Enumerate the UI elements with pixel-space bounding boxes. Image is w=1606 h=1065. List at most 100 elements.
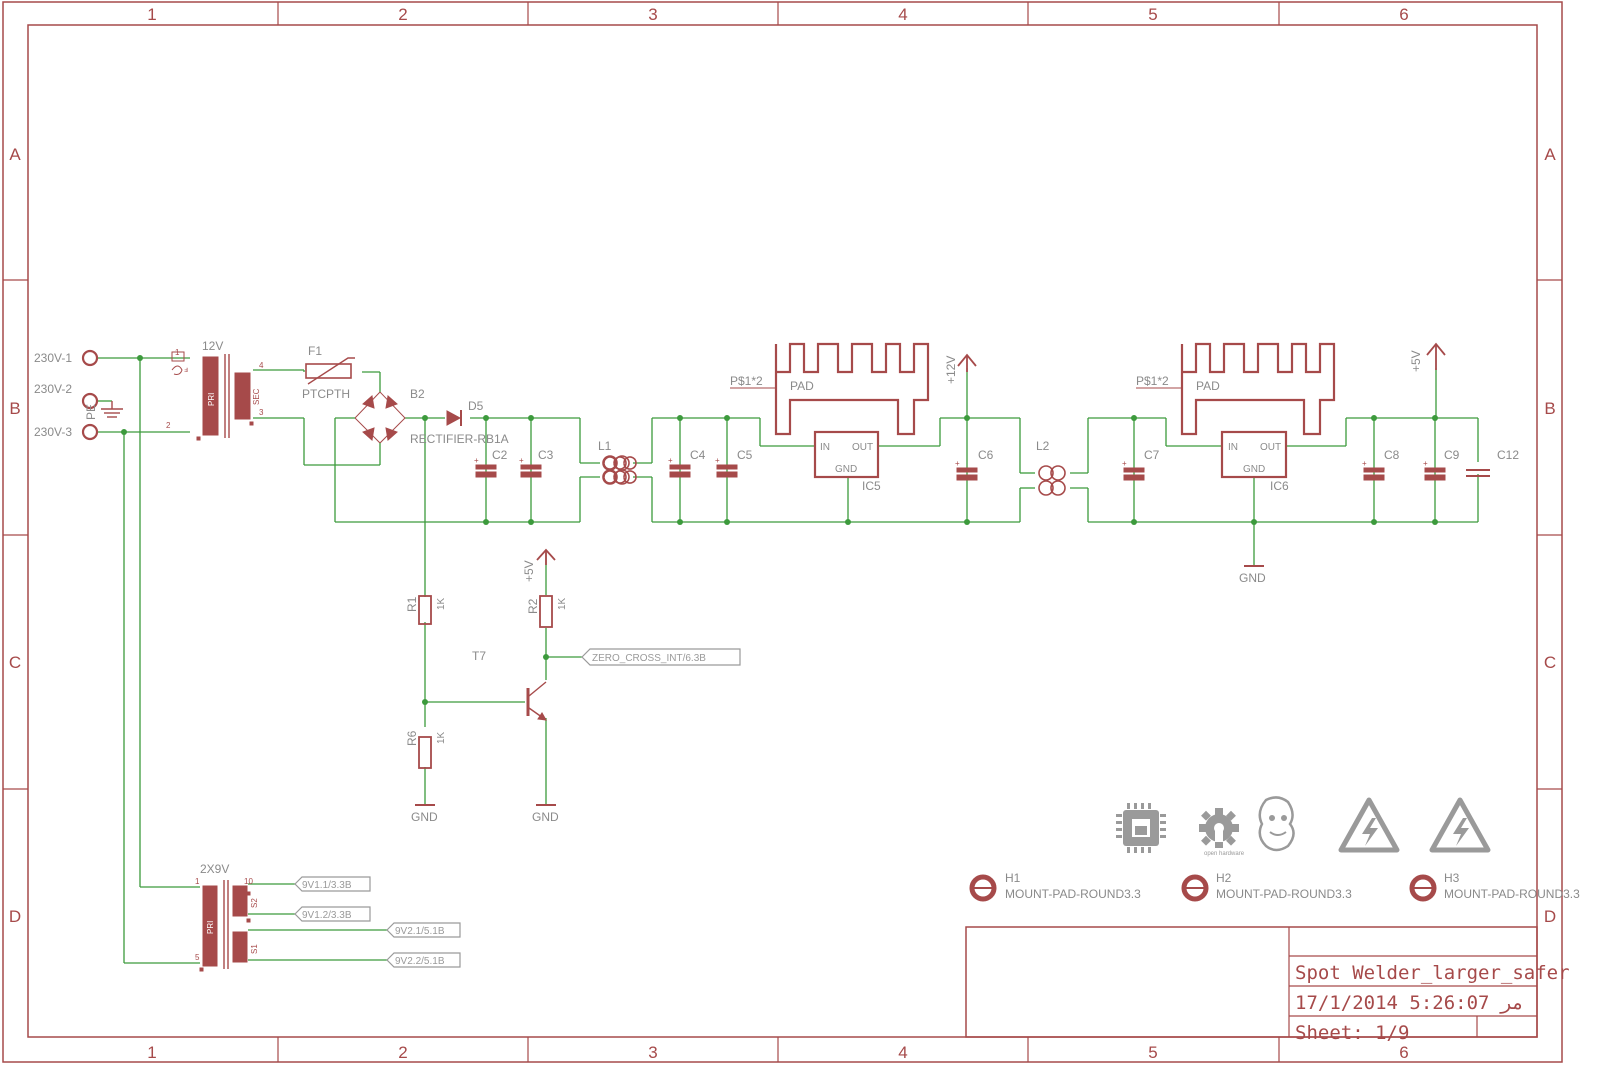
transformer-2x9v: PRI S2 S1 2X9V 1 5 10 — [195, 862, 259, 972]
inductor-l2: L2 — [1036, 439, 1066, 496]
pin-number: 3 — [259, 408, 264, 417]
thermal-fuse-icon: ⅎ — [171, 351, 188, 375]
row-label: B — [9, 399, 20, 418]
ground-symbols: GND GND GND — [411, 565, 1266, 824]
terminal-label: 230V-3 — [34, 425, 72, 439]
column-label: 1 — [147, 1043, 156, 1062]
resistor-name: R6 — [405, 730, 419, 746]
column-label: 3 — [648, 1043, 657, 1062]
earth-icon — [101, 401, 123, 418]
net-flag-9v2-1: 9V2.1/5.1B — [386, 922, 461, 938]
terminal-230v-2 — [81, 392, 99, 410]
heatsink-pin-label: P$1*2 — [730, 374, 763, 388]
svg-text:+: + — [1362, 459, 1367, 468]
terminal-230v-1 — [81, 349, 99, 367]
diode-d5: D5 — [446, 399, 484, 426]
net-flag-9v1-1: 9V1.1/3.3B — [294, 876, 371, 892]
input-terminals: 230V-1 230V-2 230V-3 PE — [34, 349, 123, 441]
svg-text:+: + — [1122, 459, 1127, 468]
resistor-value: 1K — [436, 597, 447, 610]
column-label: 6 — [1399, 5, 1408, 24]
fuse-value: PTCPTH — [302, 387, 350, 401]
mount-pad-name: H3 — [1444, 871, 1460, 885]
gnd-label: GND — [411, 810, 438, 824]
resistor-name: R1 — [405, 596, 419, 612]
capacitors: + C2 + C3 + C4 + C5 + C6 — [474, 448, 1519, 481]
transformer-name: 2X9V — [200, 862, 229, 876]
svg-text:+: + — [474, 456, 479, 465]
supply-5v-right: +5V — [1409, 342, 1446, 372]
oshw-caption: open hardware — [1204, 851, 1245, 857]
mount-pad-name: H1 — [1005, 871, 1021, 885]
mount-pad-h2: H2 MOUNT-PAD-ROUND3.3 — [1181, 871, 1352, 902]
chip-logo-icon — [1116, 803, 1166, 853]
row-label: C — [1544, 653, 1556, 672]
heatsink-pad-label: PAD — [1196, 379, 1220, 393]
column-label: 2 — [398, 1043, 407, 1062]
column-label: 1 — [147, 5, 156, 24]
regulator-in-label: IN — [1228, 442, 1238, 453]
svg-text:+: + — [1423, 459, 1428, 468]
terminal-label: 230V-1 — [34, 351, 72, 365]
net-flag-label: ZERO_CROSS_INT/6.3B — [592, 653, 706, 664]
pin-number: 10 — [244, 877, 253, 886]
cap-label: C8 — [1384, 448, 1400, 462]
junctions — [121, 355, 1438, 705]
regulator-name: IC5 — [862, 479, 881, 493]
mascot-logo-icon — [1258, 796, 1295, 852]
cap-label: C7 — [1144, 448, 1160, 462]
row-label: C — [9, 653, 21, 672]
supply-label: +12V — [944, 356, 958, 384]
transistor-name: T7 — [472, 649, 486, 663]
capacitor-c6: + C6 — [955, 448, 994, 481]
regulator-gnd-label: GND — [1243, 464, 1265, 475]
fuse-name: F1 — [308, 344, 322, 358]
drawing-title: Spot Welder_larger_safer — [1295, 962, 1570, 984]
regulator-in-label: IN — [820, 442, 830, 453]
mount-pad-h1: H1 MOUNT-PAD-ROUND3.3 — [969, 871, 1141, 902]
regulator-ic5: PAD P$1*2 IN OUT GND IC5 — [730, 342, 930, 493]
pri-label: PRI — [206, 921, 215, 934]
cap-label: C12 — [1497, 448, 1519, 462]
column-label: 5 — [1148, 1043, 1157, 1062]
capacitor-c4: + C4 — [668, 448, 706, 478]
capacitor-c2: + C2 — [474, 448, 508, 478]
logos: open hardware — [1116, 796, 1491, 857]
warning-high-voltage-icon — [1338, 797, 1400, 853]
mount-pad-value: MOUNT-PAD-ROUND3.3 — [1444, 887, 1580, 901]
transistor-t7: T7 — [472, 649, 547, 721]
svg-text:ⅎ: ⅎ — [184, 365, 188, 374]
supply-12v: +12V — [944, 353, 977, 384]
pin-number: 5 — [195, 953, 200, 962]
pin-number: 4 — [259, 361, 264, 370]
net-flag-9v2-2: 9V2.2/5.1B — [386, 952, 461, 968]
svg-text:+: + — [668, 456, 673, 465]
terminal-label: 230V-2 — [34, 382, 72, 396]
bridge-rectifier: B2 RECTIFIER-RB1A — [334, 380, 509, 465]
pe-label: PE — [84, 404, 98, 420]
column-label: 5 — [1148, 5, 1157, 24]
regulator-ic6: PAD P$1*2 IN OUT GND IC6 — [1136, 342, 1336, 493]
row-label: B — [1544, 399, 1555, 418]
gnd-label: GND — [1239, 571, 1266, 585]
svg-text:+: + — [519, 456, 524, 465]
terminal-230v-3 — [81, 423, 99, 441]
mount-pad-name: H2 — [1216, 871, 1232, 885]
resistor-name: R2 — [526, 598, 540, 614]
resistor-r1: R1 1K — [405, 595, 447, 625]
wires — [97, 357, 1479, 964]
inductor-l1: L1 — [598, 439, 637, 485]
capacitor-c7: + C7 — [1122, 448, 1160, 481]
column-label: 3 — [648, 5, 657, 24]
cap-label: C6 — [978, 448, 994, 462]
net-flag-zero-cross: ZERO_CROSS_INT/6.3B — [581, 648, 741, 666]
sheet-number: Sheet: 1/9 — [1295, 1022, 1409, 1044]
bridge-name: B2 — [410, 387, 425, 401]
cap-label: C4 — [690, 448, 706, 462]
row-label: D — [1544, 907, 1556, 926]
capacitor-c9: + C9 — [1423, 448, 1460, 481]
transformer-12v: PRI SEC 12V 1 2 4 3 ⅎ — [166, 339, 264, 441]
svg-text:+: + — [715, 456, 720, 465]
row-label: D — [9, 907, 21, 926]
